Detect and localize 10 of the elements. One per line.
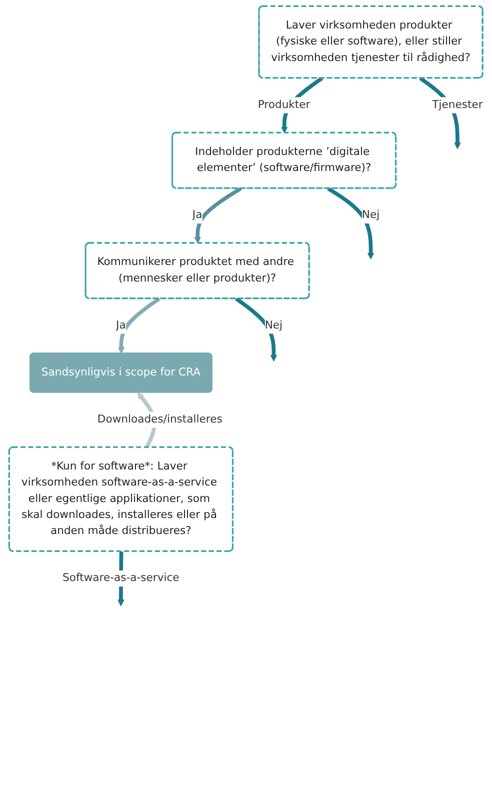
edge-label: Nej xyxy=(362,208,380,222)
edge-label: Nej xyxy=(264,319,283,332)
arrow xyxy=(235,297,278,362)
edge-label: Software-as-a-service xyxy=(62,572,180,584)
arrow xyxy=(118,297,160,354)
edge-label: Produkter xyxy=(258,98,310,112)
arrow xyxy=(327,186,374,260)
arrow xyxy=(194,186,242,244)
edge-label: Downloades/installeres xyxy=(97,413,222,426)
edge-label: Tjenester xyxy=(432,98,483,112)
